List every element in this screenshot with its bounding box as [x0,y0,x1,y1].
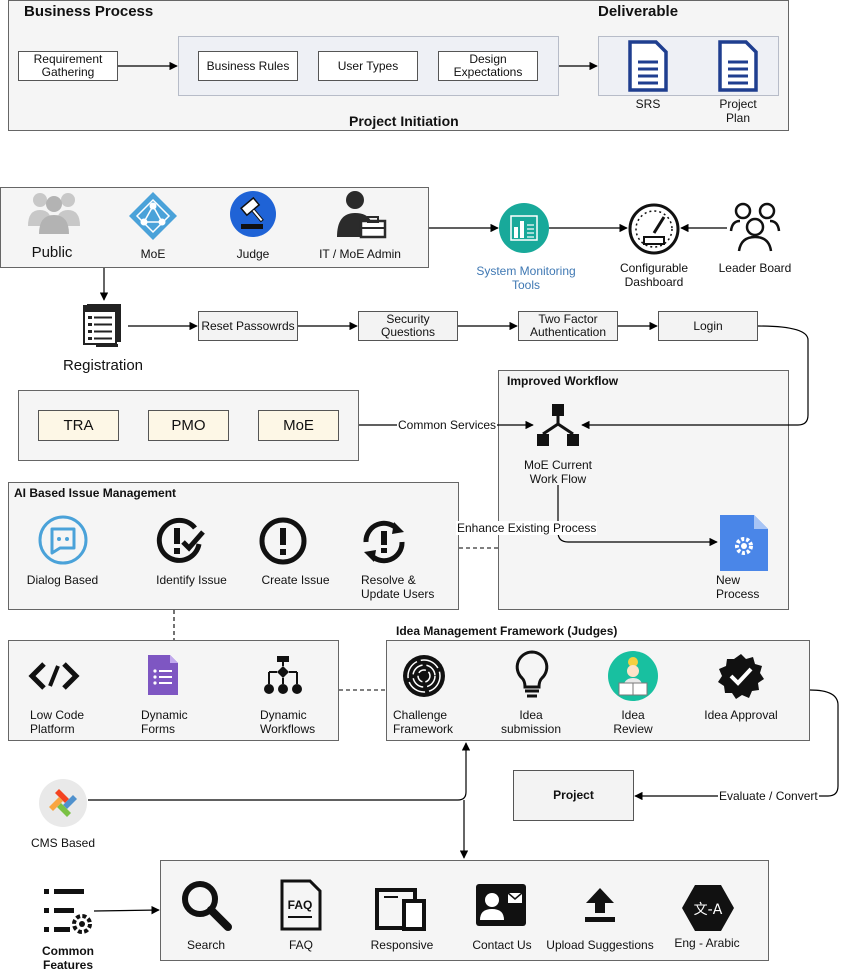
idea-bulb-icon[interactable] [514,649,550,701]
registration-form-icon[interactable] [82,302,124,348]
moe-network-icon [129,192,177,240]
judge-gavel-icon [230,191,276,237]
eng-arabic-label: Eng - Arabic [674,936,740,950]
identify-issue-label: Identify Issue [156,573,227,587]
faq-label: FAQ [288,938,313,952]
dynamic-workflows-icon[interactable] [261,656,305,696]
common-features-label: Common Features [42,944,94,972]
create-issue-label: Create Issue [261,573,330,587]
pmo-box[interactable]: PMO [148,410,229,441]
workflow-hierarchy-icon[interactable] [536,403,580,447]
ai-issue-title: AI Based Issue Management [14,486,177,500]
challenge-framework-label: Challenge Framework [393,708,454,736]
ai-issue-panel [8,482,459,610]
idea-approval-label: Idea Approval [704,708,778,722]
challenge-maze-icon[interactable] [402,654,446,698]
project-box[interactable]: Project [513,770,634,821]
responsive-label: Responsive [370,938,434,952]
upload-suggestions-label: Upload Suggestions [546,938,654,952]
srs-document-icon [628,40,668,92]
idea-submission-label: Idea submission [500,708,562,736]
enhance-process-label: Enhance Existing Process [456,521,598,535]
cms-based-label: CMS Based [30,836,96,850]
deliverable-title: Deliverable [598,3,679,20]
it-admin-icon [337,191,387,239]
tra-box[interactable]: TRA [38,410,119,441]
project-initiation-label: Project Initiation [349,113,459,129]
new-process-label: New Process [716,573,760,601]
search-icon[interactable] [180,879,232,931]
security-questions-box[interactable]: Security Questions [358,311,458,341]
project-plan-document-icon [718,40,758,92]
business-rules-box[interactable]: Business Rules [198,51,298,81]
resolve-issue-icon[interactable] [358,516,410,568]
new-process-file-icon[interactable] [718,513,770,573]
judge-label: Judge [236,247,270,261]
system-monitoring-icon[interactable] [499,203,549,253]
user-types-box[interactable]: User Types [318,51,418,81]
contact-card-icon[interactable] [475,883,527,927]
language-translate-icon[interactable]: 文-A [681,884,735,932]
search-label: Search [186,938,226,952]
moe-user-label: MoE [140,247,166,261]
faq-icon-text: FAQ [288,898,313,912]
lang-icon-text: 文-A [694,902,723,918]
idea-approval-badge-icon[interactable] [718,653,764,699]
dialog-based-label: Dialog Based [26,573,99,587]
it-admin-label: IT / MoE Admin [319,247,401,261]
public-users-icon [28,193,80,234]
business-process-title: Business Process [24,3,154,20]
responsive-devices-icon[interactable] [374,887,428,931]
idea-review-icon[interactable] [607,650,659,702]
leader-board-icon[interactable] [728,201,782,255]
registration-label: Registration [62,357,144,374]
faq-icon[interactable]: FAQ [280,879,322,931]
leader-board-label: Leader Board [718,261,792,275]
common-features-panel [160,860,769,961]
project-plan-label: Project Plan [719,97,757,125]
contact-us-label: Contact Us [472,938,532,952]
system-monitoring-label: System Monitoring Tools [476,264,576,292]
upload-icon[interactable] [584,887,616,923]
moe-service-box[interactable]: MoE [258,410,339,441]
create-issue-icon[interactable] [258,516,308,566]
idea-management-title: Idea Management Framework (Judges) [396,624,618,638]
design-expectations-box[interactable]: Design Expectations [438,51,538,81]
login-box[interactable]: Login [658,311,758,341]
dynamic-workflows-label: Dynamic Workflows [260,708,316,736]
reset-passwords-box[interactable]: Reset Passowrds [198,311,298,341]
evaluate-convert-label: Evaluate / Convert [718,789,819,803]
resolve-update-label: Resolve & Update Users [361,573,435,601]
two-factor-box[interactable]: Two Factor Authentication [518,311,618,341]
dynamic-forms-icon[interactable] [146,653,180,697]
dashboard-label: Configurable Dashboard [619,261,689,289]
low-code-label: Low Code Platform [30,708,85,736]
dynamic-forms-label: Dynamic Forms [141,708,188,736]
current-workflow-label: MoE Current Work Flow [523,458,593,486]
dashboard-gauge-icon[interactable] [628,203,680,255]
common-services-label: Common Services [397,418,498,432]
common-features-icon[interactable] [42,886,94,936]
public-label: Public [31,244,73,261]
identify-issue-icon[interactable] [155,516,205,566]
improved-workflow-title: Improved Workflow [507,374,619,388]
requirement-gathering-box[interactable]: Requirement Gathering [18,51,118,81]
idea-review-label: Idea Review [613,708,653,736]
srs-label: SRS [635,97,661,111]
code-brackets-icon[interactable] [28,656,80,696]
cms-joomla-icon[interactable] [38,778,88,828]
dialog-bot-icon[interactable] [38,515,88,565]
